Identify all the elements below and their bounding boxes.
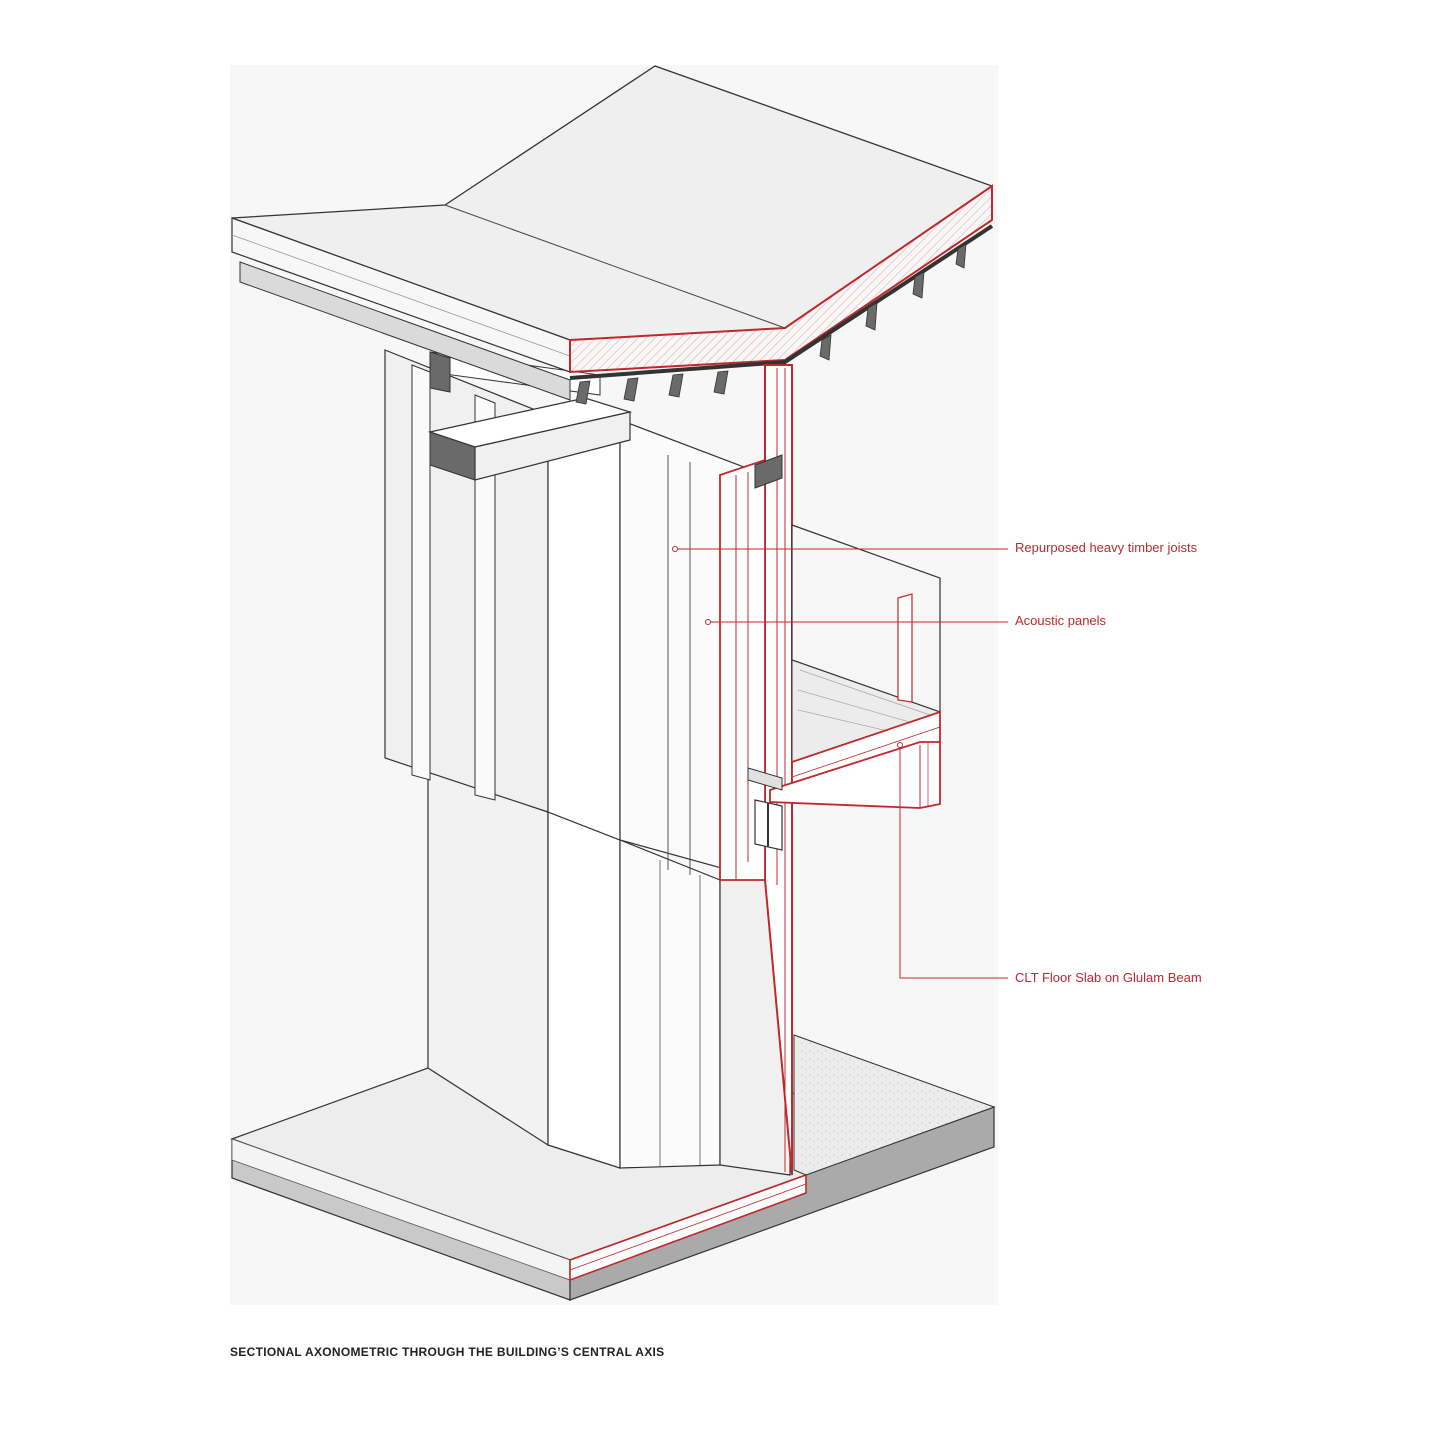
figure-caption: SECTIONAL AXONOMETRIC THROUGH THE BUILDI… [230, 1345, 665, 1359]
leader-dot-joists [672, 546, 678, 552]
callout-acoustic-panels: Acoustic panels [1015, 613, 1107, 628]
balcony [747, 524, 942, 851]
ground-floor-concrete [793, 1034, 996, 1176]
roof-purlins [575, 243, 967, 405]
lower-piers [427, 769, 791, 1176]
leader-dot-acoustic [705, 619, 711, 625]
timber-beam-lower [427, 397, 633, 481]
balcony-post [897, 593, 913, 703]
leader-dot-clt [897, 742, 903, 748]
callout-repurposed-joists: Repurposed heavy timber joists [1015, 540, 1198, 555]
roof [231, 65, 994, 405]
glulam-beam [769, 741, 941, 809]
wall-timber-block [754, 454, 783, 489]
callout-clt-floor-slab: CLT Floor Slab on Glulam Beam [1015, 970, 1202, 985]
leader-lines [672, 546, 1008, 979]
roof-section-cut [569, 184, 993, 374]
